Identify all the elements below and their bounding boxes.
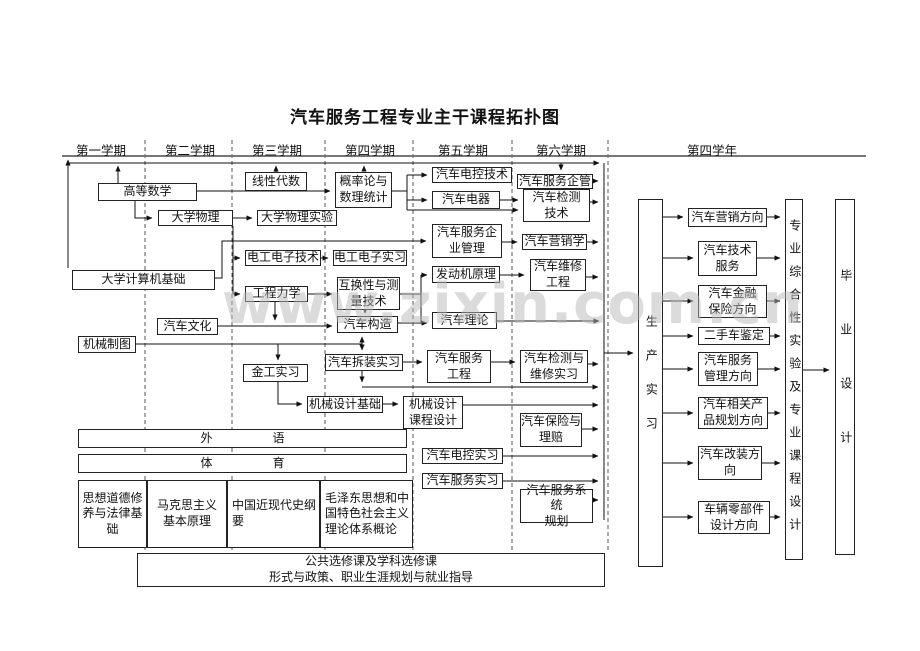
course-marxism-principles: 马克思主义 基本原理 (147, 480, 227, 548)
direction-auto-tech-service: 汽车技术 服务 (698, 241, 757, 276)
course-auto-electronic-control-tech: 汽车电控技术 (432, 167, 512, 183)
direction-related-products-planning: 汽车相关产 品规划方向 (698, 397, 768, 429)
course-machine-design-basics: 机械设计基础 (307, 396, 383, 413)
comprehensive-experiment-bar: 专业综合性实验及专业课程设计 (785, 199, 803, 560)
header-semester-1: 第一学期 (75, 144, 126, 158)
course-engineering-mechanics: 工程力学 (245, 286, 308, 302)
course-auto-service-enterprise-mgmt: 汽车服务企 业管理 (432, 224, 502, 258)
course-advanced-math: 高等数学 (98, 183, 197, 201)
course-physical-education: 体 育 (78, 454, 407, 473)
course-auto-culture: 汽车文化 (157, 318, 218, 335)
course-probability-statistics: 概率论与 数理统计 (335, 172, 392, 208)
course-linear-algebra: 线性代数 (245, 172, 307, 191)
header-semester-6: 第六学期 (535, 144, 586, 158)
direction-auto-modification: 汽车改装方 向 (698, 446, 762, 480)
course-metalworking-practice: 金工实习 (243, 364, 308, 382)
course-auto-service-practice: 汽车服务实习 (422, 473, 503, 489)
course-auto-marketing: 汽车营销学 (522, 234, 587, 250)
course-physics-experiment: 大学物理实验 (257, 210, 337, 226)
header-semester-3: 第三学期 (251, 144, 302, 158)
course-electrical-electronic-tech: 电工电子技术 (245, 250, 321, 266)
direction-vehicle-parts-design: 车辆零部件 设计方向 (698, 501, 770, 534)
course-inspection-maintenance-practice: 汽车检测与 维修实习 (520, 350, 588, 383)
direction-used-car-appraisal: 二手车鉴定 (698, 327, 770, 345)
graduation-design-bar: 毕业设计 (835, 199, 855, 555)
header-semester-2: 第二学期 (164, 144, 215, 158)
course-mao-thought-theory: 毛泽东思想和中 国特色社会主义 理论体系概论 (320, 480, 413, 548)
course-computer-basics: 大学计算机基础 (72, 270, 215, 290)
course-electrical-electronic-practice: 电工电子实习 (333, 250, 407, 266)
course-auto-electrics: 汽车电器 (432, 191, 500, 209)
course-engine-principle: 发动机原理 (432, 266, 500, 283)
page-title: 汽车服务工程专业主干课程拓扑图 (290, 108, 560, 127)
course-auto-service-system-planning: 汽车服务系统 规划 (520, 483, 593, 528)
direction-auto-service-management: 汽车服务 管理方向 (698, 352, 758, 386)
direction-auto-finance-insurance: 汽车金融 保险方向 (698, 285, 767, 318)
course-machine-design-course-design: 机械设计 课程设计 (403, 396, 463, 429)
course-auto-insurance-claims: 汽车保险与 理赔 (520, 413, 582, 447)
course-mechanical-drawing: 机械制图 (78, 336, 136, 353)
course-foreign-language: 外 语 (78, 429, 407, 448)
flow-arrows (65, 159, 830, 520)
course-auto-disassembly-practice: 汽车拆装实习 (325, 354, 403, 371)
course-auto-maintenance-engineering: 汽车维修 工程 (530, 259, 586, 291)
course-ideology-morality-law: 思想道德修 养与法律基 础 (78, 480, 147, 548)
course-auto-econtrol-practice: 汽车电控实习 (422, 448, 503, 464)
course-interchangeability-measurement: 互换性与测 量技术 (337, 277, 400, 310)
course-college-physics: 大学物理 (158, 210, 233, 226)
course-modern-chinese-history: 中国近现代史纲 要 (227, 480, 320, 548)
header-year-4: 第四学年 (686, 144, 737, 158)
direction-auto-marketing: 汽车营销方向 (688, 208, 767, 227)
course-public-electives: 公共选修课及学科选修课 形式与政策、职业生涯规划与就业指导 (137, 553, 605, 587)
course-auto-theory: 汽车理论 (432, 312, 497, 329)
course-auto-service-engineering: 汽车服务 工程 (427, 350, 491, 383)
header-semester-4: 第四学期 (344, 144, 395, 158)
course-auto-service-enterprise-brief: 汽车服务企管 (517, 173, 593, 189)
header-semester-5: 第五学期 (437, 144, 488, 158)
course-auto-structure: 汽车构造 (337, 316, 398, 333)
production-practice-bar: 生产实习 (638, 199, 663, 567)
course-auto-inspection-tech: 汽车检测 技术 (523, 189, 590, 222)
